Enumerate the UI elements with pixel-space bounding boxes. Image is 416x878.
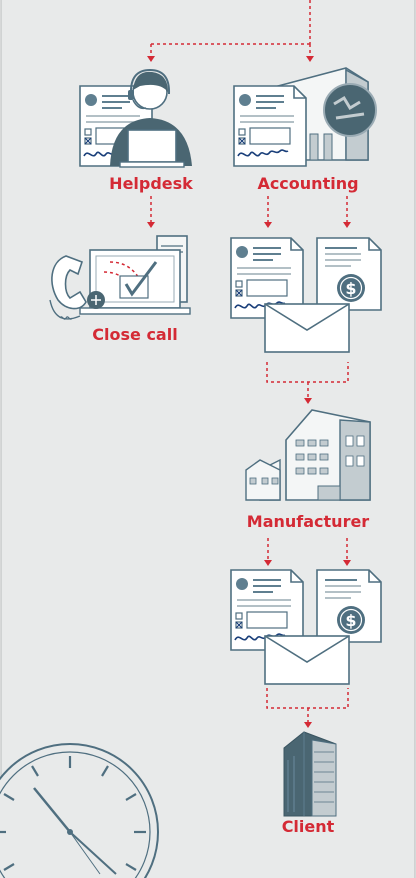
client-label: Client <box>281 817 335 836</box>
clock-minute-hand <box>33 787 71 833</box>
invoice-dollar-icon <box>316 569 382 643</box>
arrow-head-icon <box>147 222 155 228</box>
arrow-head-icon <box>264 222 272 228</box>
invoice-dollar-icon <box>316 237 382 311</box>
laptop-checkmark-icon <box>79 235 191 315</box>
close-call-label: Close call <box>92 325 178 344</box>
arrow-head-icon <box>304 398 312 404</box>
clock-second-hand <box>69 831 101 875</box>
arrow-head-icon <box>343 222 351 228</box>
arrow-head-icon <box>304 722 312 728</box>
arrow-head-icon <box>306 56 314 62</box>
arrow-head-icon <box>264 560 272 566</box>
accounting-label: Accounting <box>257 174 359 193</box>
wall-clock-icon <box>0 743 159 878</box>
skyscraper-icon <box>283 731 337 817</box>
manufacturer-label: Manufacturer <box>246 512 370 531</box>
telephone-icon <box>49 255 105 320</box>
envelope-icon <box>264 635 350 685</box>
factory-building-icon <box>245 409 371 501</box>
flow-connectors <box>150 0 349 722</box>
arrow-head-icon <box>147 56 155 62</box>
helpdesk-label: Helpdesk <box>109 174 193 193</box>
document-form-icon <box>233 85 307 167</box>
helpdesk-operator-icon <box>110 68 192 168</box>
clock-hour-hand <box>69 831 117 875</box>
arrow-heads <box>147 56 351 728</box>
envelope-icon <box>264 303 350 353</box>
arrow-head-icon <box>343 560 351 566</box>
closecall-node <box>49 235 191 320</box>
accounting-node <box>233 67 377 167</box>
helpdesk-node <box>79 68 192 168</box>
